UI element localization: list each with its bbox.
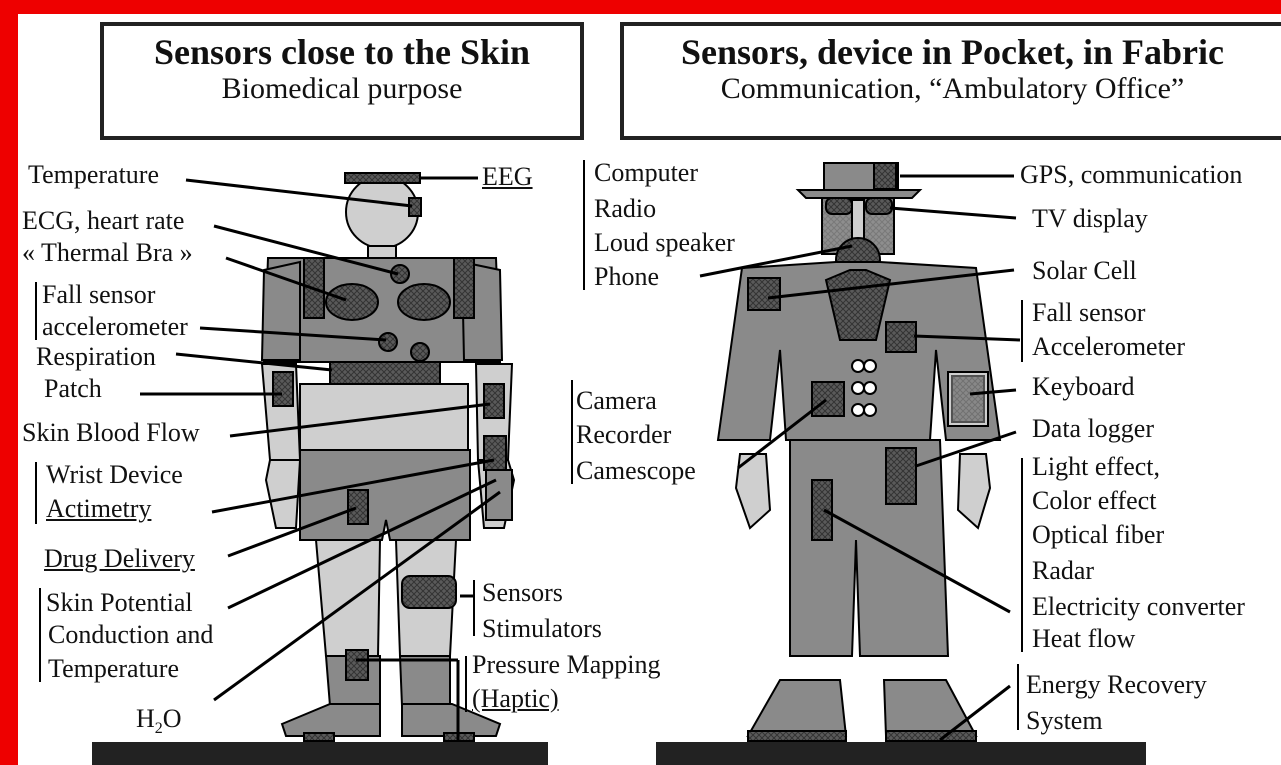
label-patch: Patch: [44, 374, 102, 404]
label-tv-display: TV display: [1032, 204, 1148, 234]
label-optical-fiber: Optical fiber: [1032, 520, 1164, 550]
label-energy-recovery: Energy Recovery: [1026, 670, 1207, 700]
label-h2o: H2O: [136, 704, 182, 744]
left-head: [346, 176, 418, 248]
right-trousers: [790, 440, 948, 656]
label-accelerometer-right: Accelerometer: [1032, 332, 1185, 362]
label-skin-potential: Skin Potential: [46, 588, 193, 618]
label-thermal-bra: « Thermal Bra »: [22, 238, 193, 268]
label-light-effect: Light effect,: [1032, 452, 1160, 482]
label-haptic: (Haptic): [472, 684, 559, 714]
left-ground: [92, 742, 548, 765]
label-conduction: Conduction and: [48, 620, 213, 650]
label-electricity-converter: Electricity converter: [1032, 592, 1245, 622]
label-heat-flow: Heat flow: [1032, 624, 1135, 654]
label-radio: Radio: [594, 194, 656, 224]
label-loud-speaker: Loud speaker: [594, 228, 735, 258]
label-drug-delivery: Drug Delivery: [44, 544, 195, 574]
label-ecg: ECG, heart rate: [22, 206, 184, 236]
label-skin-blood-flow: Skin Blood Flow: [22, 418, 200, 448]
label-keyboard: Keyboard: [1032, 372, 1135, 402]
label-camescope: Camescope: [576, 456, 696, 486]
label-fall-sensor-right: Fall sensor: [1032, 298, 1145, 328]
label-temperature-2: Temperature: [48, 654, 179, 684]
label-stimulators: Stimulators: [482, 614, 602, 644]
label-temperature: Temperature: [28, 160, 159, 190]
label-phone: Phone: [594, 262, 659, 292]
label-wrist-device: Wrist Device: [46, 460, 183, 490]
left-shorts: [300, 450, 470, 540]
label-solar-cell: Solar Cell: [1032, 256, 1137, 286]
label-recorder: Recorder: [576, 420, 671, 450]
label-fall-sensor: Fall sensor: [42, 280, 155, 310]
eeg-band: [345, 173, 420, 183]
label-radar: Radar: [1032, 556, 1094, 586]
label-camera: Camera: [576, 386, 657, 416]
right-ground: [656, 742, 1146, 765]
label-accelerometer: accelerometer: [42, 312, 188, 342]
label-computer: Computer: [594, 158, 698, 188]
label-gps: GPS, communication: [1020, 160, 1242, 190]
label-system: System: [1026, 706, 1103, 736]
label-pressure-mapping: Pressure Mapping: [472, 650, 660, 680]
label-sensors: Sensors: [482, 578, 563, 608]
label-data-logger: Data logger: [1032, 414, 1154, 444]
label-actimetry: Actimetry: [46, 494, 151, 524]
label-color-effect: Color effect: [1032, 486, 1156, 516]
label-respiration: Respiration: [36, 342, 156, 372]
label-eeg: EEG: [482, 162, 533, 192]
